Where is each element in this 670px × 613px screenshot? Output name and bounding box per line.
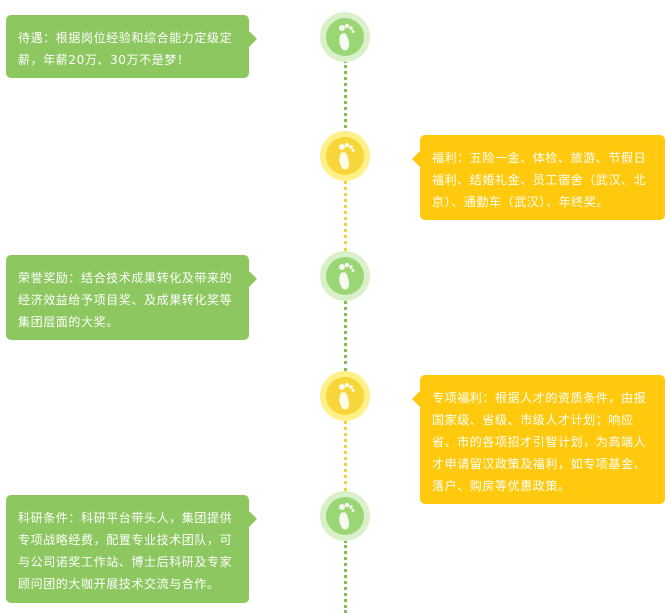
card-pointer: [249, 271, 257, 287]
timeline-connector: [344, 420, 347, 492]
footprint-icon: [339, 142, 355, 170]
footprint-icon: [339, 23, 355, 51]
card-pointer: [249, 31, 257, 47]
benefit-card-honor: 荣誉奖励：结合技术成果转化及带来的经济效益给予项目奖、及成果转化奖等集团层面的大…: [6, 255, 257, 340]
card-pointer: [249, 511, 257, 527]
footprint-icon: [339, 262, 355, 290]
timeline-connector: [344, 180, 347, 252]
card-pointer: [412, 151, 420, 167]
footprint-icon: [339, 382, 355, 410]
benefit-card-welfare: 福利：五险一金、体检、旅游、节假日福利、结婚礼金、员工宿舍（武汉、北京）、通勤车…: [412, 135, 665, 220]
benefit-card-special-welfare: 专项福利：根据人才的资质条件，由报国家级、省级、市级人才计划；响应省、市的各项招…: [412, 375, 665, 504]
benefit-card-research: 科研条件：科研平台带头人，集团提供专项战略经费，配置专业技术团队，可与公司诺奖工…: [6, 495, 257, 603]
timeline-connector: [344, 60, 347, 134]
timeline-node: [320, 371, 370, 421]
benefit-card-text: 科研条件：科研平台带头人，集团提供专项战略经费，配置专业技术团队，可与公司诺奖工…: [18, 511, 233, 591]
timeline-connector: [344, 540, 347, 613]
benefit-card-text: 荣誉奖励：结合技术成果转化及带来的经济效益给予项目奖、及成果转化奖等集团层面的大…: [18, 271, 233, 329]
benefit-card-salary: 待遇：根据岗位经验和综合能力定级定薪，年薪20万、30万不是梦！: [6, 15, 257, 78]
timeline-node: [320, 491, 370, 541]
timeline-node: [320, 251, 370, 301]
benefit-card-text: 待遇：根据岗位经验和综合能力定级定薪，年薪20万、30万不是梦！: [18, 31, 233, 67]
card-pointer: [412, 391, 420, 407]
timeline-node: [320, 131, 370, 181]
benefit-card-text: 专项福利：根据人才的资质条件，由报国家级、省级、市级人才计划；响应省、市的各项招…: [432, 391, 647, 493]
timeline-node: [320, 12, 370, 62]
timeline-connector: [344, 300, 347, 372]
footprint-icon: [339, 502, 355, 530]
benefit-card-text: 福利：五险一金、体检、旅游、节假日福利、结婚礼金、员工宿舍（武汉、北京）、通勤车…: [432, 151, 647, 209]
